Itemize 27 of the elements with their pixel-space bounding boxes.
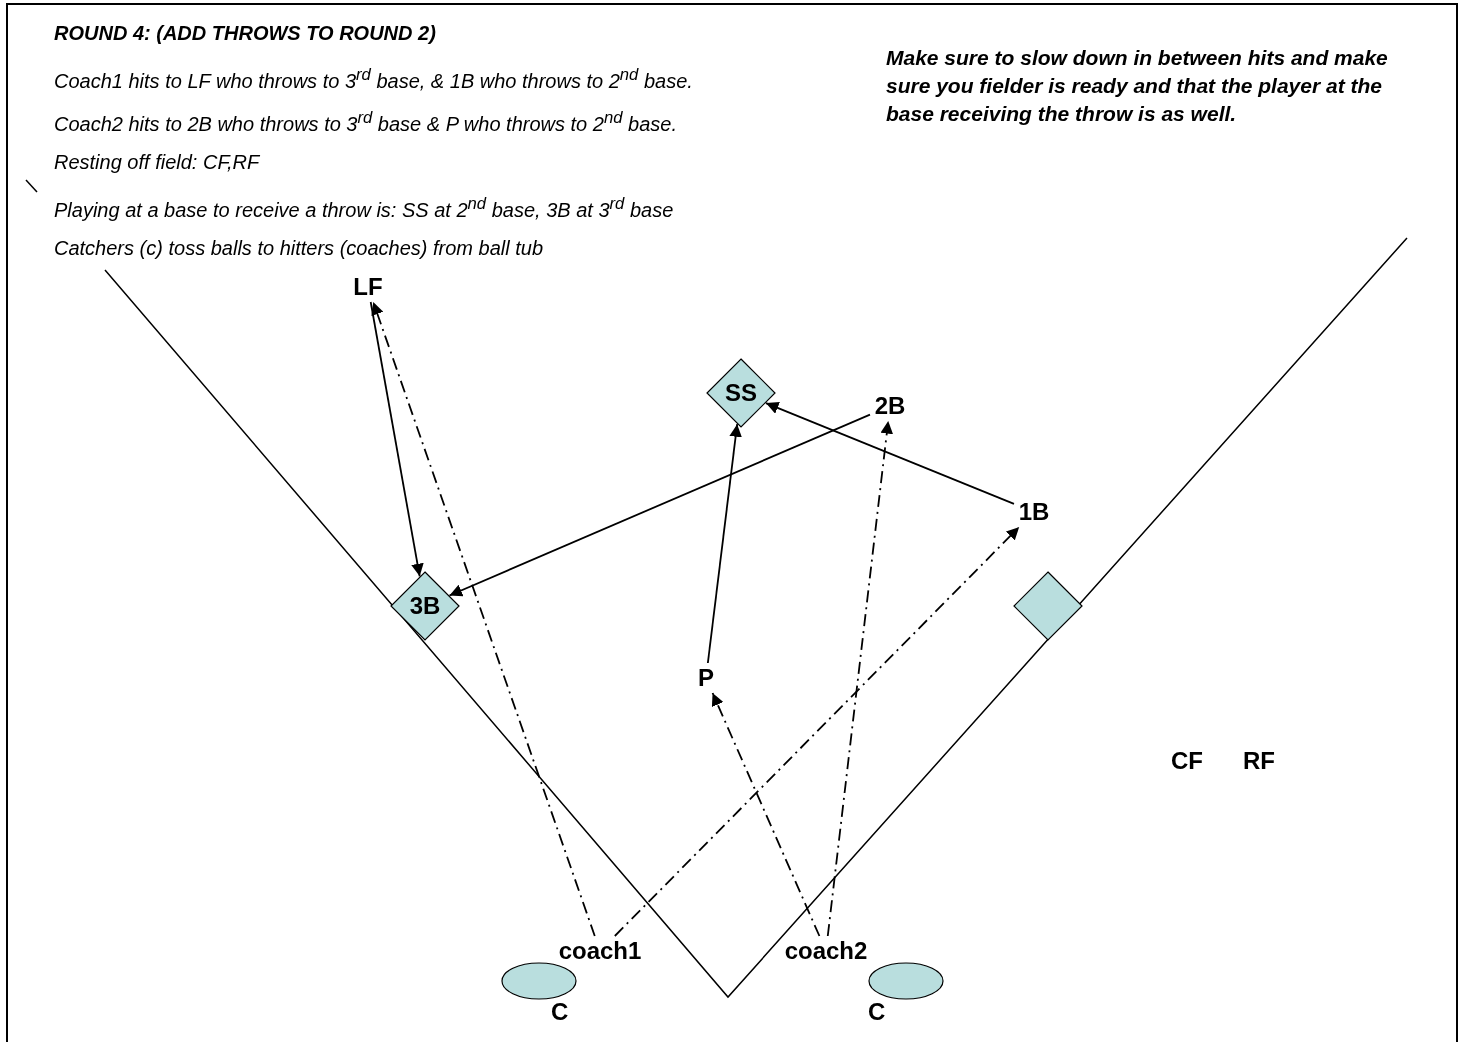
position-label: 1B <box>1014 497 1054 527</box>
position-label: 2B <box>870 391 910 421</box>
instruction-text: Coach2 hits to 2B who throws to 3$^{rd}$ base & P who throws to 2$^{nd}$ base. <box>54 108 677 136</box>
note-text: Make sure to slow down in between hits and make sure you fielder is ready and that the player at the base receiving the throw is as well. <box>886 45 1389 127</box>
throw-arrow <box>765 402 1015 505</box>
position-label: LF <box>348 272 388 302</box>
position-label: RF <box>1243 747 1275 775</box>
throw-arrow <box>369 301 424 578</box>
hit-arrow <box>826 420 894 937</box>
instruction-text: Catchers (c) toss balls to hitters (coaches) from ball tub <box>54 237 544 260</box>
position-label: C <box>868 998 886 1026</box>
position-label: 3B <box>409 592 441 620</box>
position-label: coach2 <box>777 936 875 966</box>
position-label: CF <box>1171 747 1203 775</box>
instruction-text: Coach1 hits to LF who throws to 3$^{rd}$ base, & 1B who throws to 2$^{nd}$ base. <box>54 65 693 93</box>
instruction-text: Resting off field: CF,RF <box>54 151 260 174</box>
throw-arrow <box>706 423 742 664</box>
position-label: SS <box>725 379 757 407</box>
throw-arrow <box>448 413 871 597</box>
position-label: coach1 <box>551 936 649 966</box>
hit-arrow <box>371 301 596 937</box>
hit-arrow <box>711 692 821 937</box>
instruction-text: Playing at a base to receive a throw is: SS at 2$^{nd}$ base, 3B at 3$^{rd}$ base <box>54 194 674 222</box>
hit-arrow <box>613 526 1021 937</box>
position-label: C <box>551 998 569 1026</box>
position-label: P <box>693 663 719 693</box>
heading: ROUND 4: (ADD THROWS TO ROUND 2) <box>54 22 436 45</box>
